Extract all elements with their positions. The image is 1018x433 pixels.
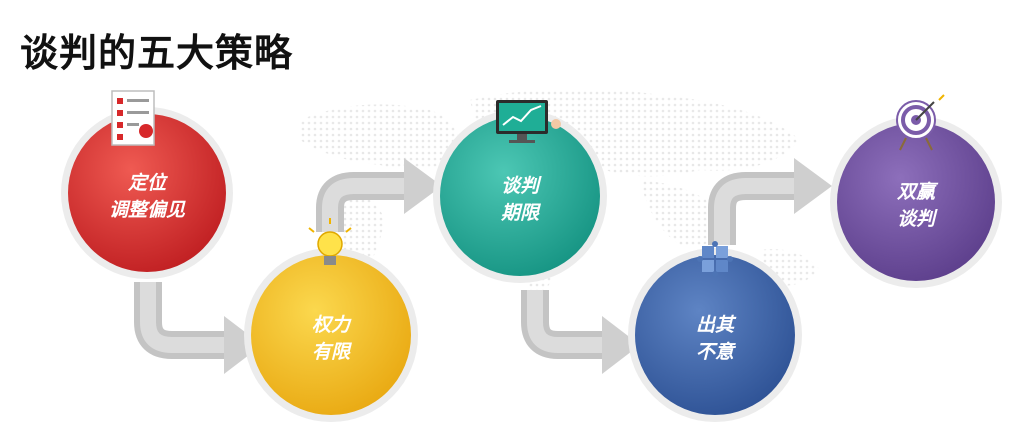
strategy-5-line1: 双赢 (896, 181, 939, 203)
strategy-circle-1: 定位 调整偏见 (61, 107, 233, 279)
document-chart-icon (111, 90, 155, 146)
strategy-circle-4: 出其 不意 (628, 248, 802, 422)
page-title: 谈判的五大策略 (20, 31, 294, 75)
strategy-circle-5: 双赢 谈判 (830, 116, 1002, 288)
strategy-2-line1: 权力 (312, 314, 352, 336)
connector-arrows (134, 158, 832, 374)
arrow-3-to-4 (521, 290, 640, 374)
puzzle-icon (697, 241, 733, 277)
strategy-circle-2: 权力 有限 (244, 248, 418, 422)
strategy-3-line1: 谈判 (501, 175, 542, 197)
strategy-2-line2: 有限 (312, 341, 353, 363)
strategy-circle-3: 谈判 期限 (433, 109, 607, 283)
arrow-1-to-2 (134, 282, 262, 374)
strategy-4-line2: 不意 (696, 341, 737, 363)
target-icon (896, 94, 945, 151)
arrow-4-to-5 (708, 158, 832, 245)
monitor-chart-icon (496, 100, 561, 143)
strategy-4-line1: 出其 (696, 314, 737, 336)
strategy-3-line2: 期限 (500, 202, 542, 224)
strategy-5-line2: 谈判 (897, 208, 938, 230)
lightbulb-icon (308, 218, 352, 265)
strategy-1-line2: 调整偏见 (109, 199, 186, 221)
arrow-2-to-3 (316, 158, 442, 232)
strategy-1-line1: 定位 (127, 172, 168, 194)
